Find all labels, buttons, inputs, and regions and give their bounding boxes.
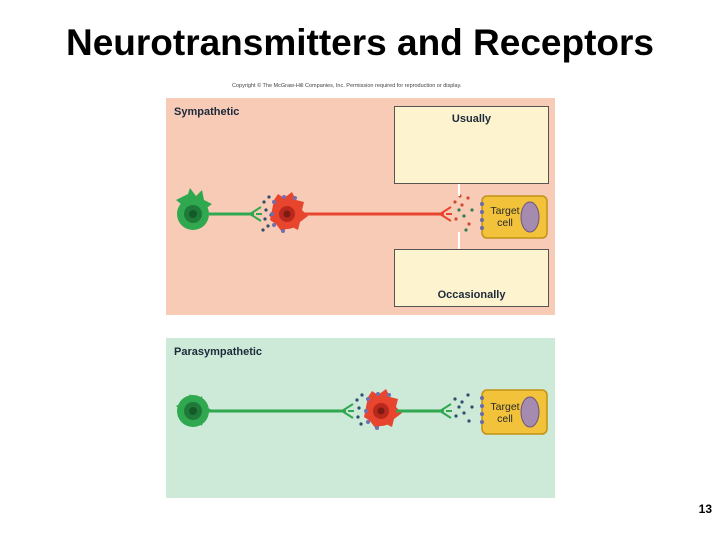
occasionally-label: Occasionally <box>437 289 506 301</box>
occasionally-box: Occasionally <box>394 249 549 307</box>
usually-label: Usually <box>451 113 492 125</box>
synapse-neurotransmitter-dots-para <box>453 393 474 423</box>
cell-word: cell <box>497 413 513 425</box>
target-cell-label-parasympathetic: Target cell <box>485 401 525 425</box>
ganglion-neurotransmitter-dots <box>261 195 273 232</box>
target-cell-label-sympathetic: Target cell <box>485 205 525 229</box>
target-cell-parasympathetic <box>480 389 548 435</box>
sympathetic-label: Sympathetic <box>174 106 240 118</box>
sympathetic-pathway-illustration <box>176 182 548 249</box>
ganglion-neurotransmitter-dots-para <box>355 393 364 426</box>
target-word: Target <box>490 401 520 413</box>
postganglionic-neuron-short <box>364 389 452 430</box>
preganglionic-neuron-green-long <box>176 394 354 427</box>
copyright-notice: Copyright © The McGraw-Hill Companies, I… <box>232 83 462 89</box>
sympathetic-panel: Sympathetic Usually Occasionally Target … <box>166 98 555 315</box>
parasympathetic-panel: Parasympathetic Target cell <box>166 338 555 498</box>
synapse-neurotransmitter-dots <box>453 194 474 232</box>
cell-word: cell <box>497 217 513 229</box>
usually-box: Usually <box>394 106 549 184</box>
target-cell-sympathetic <box>480 195 548 239</box>
preganglionic-neuron-green <box>176 188 262 230</box>
parasympathetic-pathway-illustration <box>176 389 548 435</box>
target-word: Target <box>490 205 520 217</box>
parasympathetic-label: Parasympathetic <box>174 346 263 358</box>
postganglionic-neuron-red <box>270 192 452 233</box>
page-number: 13 <box>698 502 712 516</box>
slide-title: Neurotransmitters and Receptors <box>65 22 655 63</box>
